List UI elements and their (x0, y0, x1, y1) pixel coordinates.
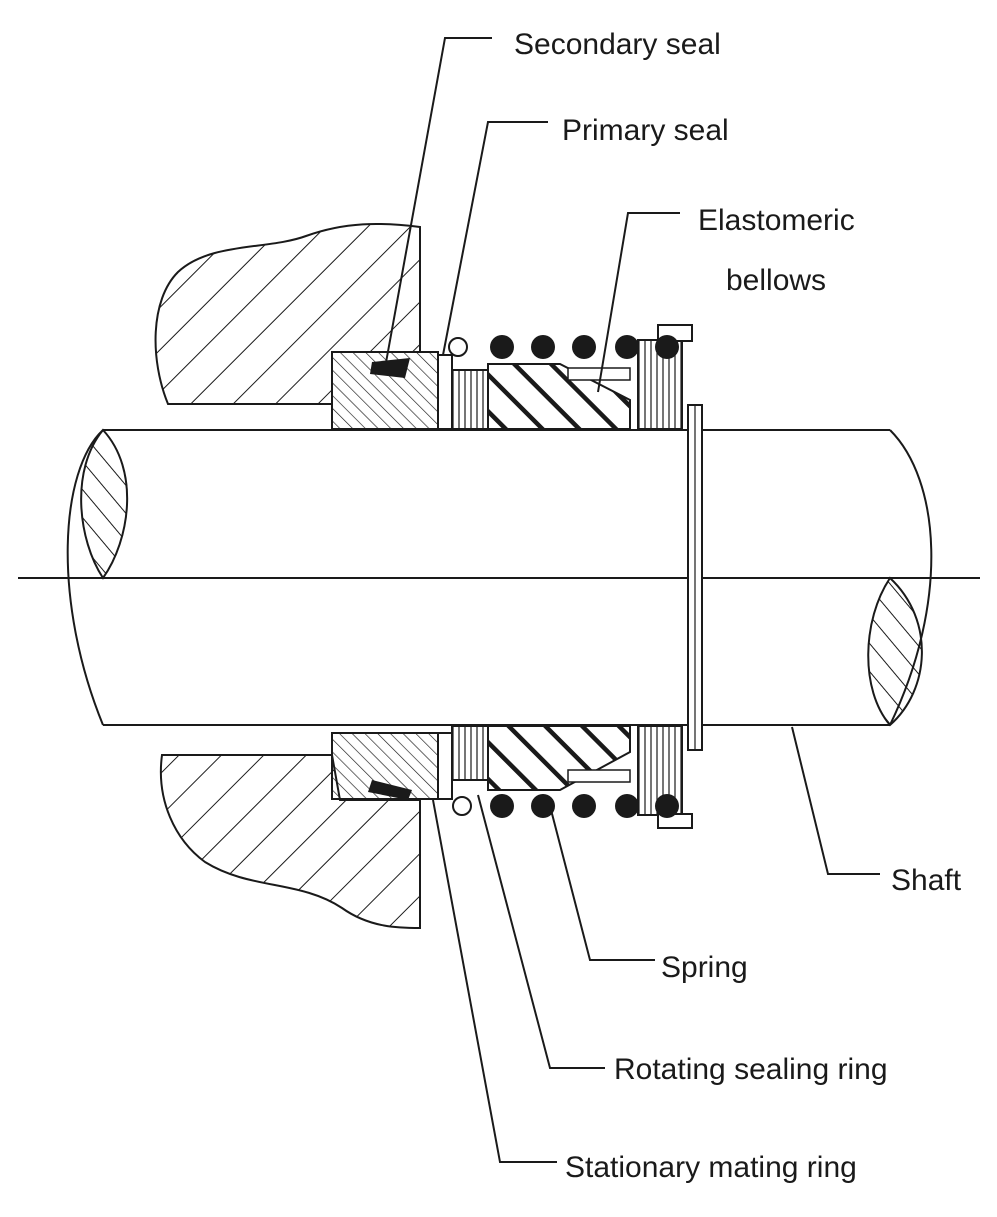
seal-assembly-bottom (331, 725, 693, 829)
label-stationary-mating-ring: Stationary mating ring (565, 1151, 857, 1184)
label-bellows: bellows (726, 264, 827, 297)
label-primary-seal: Primary seal (562, 114, 729, 147)
leader-rotating-ring (477, 794, 605, 1069)
retaining-collar (687, 404, 703, 751)
leader-shaft (791, 726, 880, 875)
shaft (18, 428, 980, 727)
leader-elastomeric-bellows (597, 212, 680, 393)
leader-lines (384, 37, 880, 1163)
leader-secondary-seal (384, 37, 492, 369)
label-shaft: Shaft (891, 864, 962, 897)
label-secondary-seal: Secondary seal (514, 28, 721, 61)
leader-primary-seal (442, 121, 548, 356)
leader-spring (549, 805, 655, 961)
label-spring: Spring (661, 951, 748, 984)
housing-bottom (160, 754, 421, 930)
label-elastomeric: Elastomeric (698, 204, 855, 237)
leader-stationary-ring (432, 799, 557, 1163)
label-rotating-sealing-ring: Rotating sealing ring (614, 1053, 888, 1086)
housing-top (154, 222, 421, 405)
